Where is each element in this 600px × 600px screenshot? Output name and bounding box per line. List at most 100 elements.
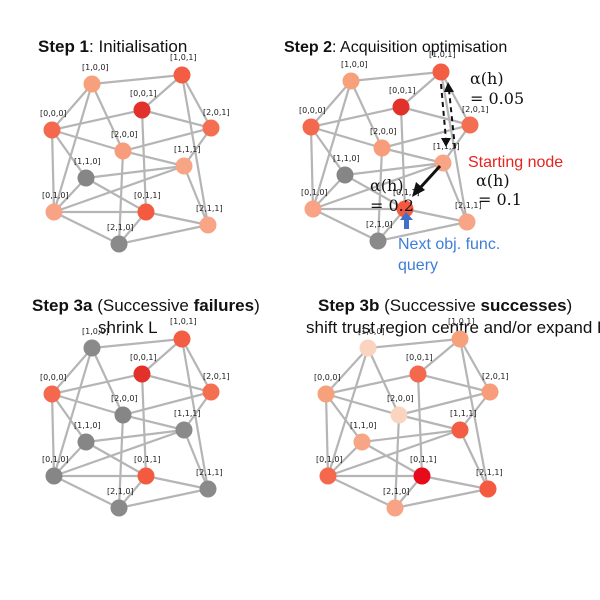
step2-edge-110-011 <box>344 174 406 210</box>
step3a-node-201 <box>202 383 220 401</box>
step1-edge-000-200 <box>51 128 124 153</box>
step3a-node-label-211: [2,1,1] <box>196 468 223 477</box>
step1-node-200 <box>114 142 132 160</box>
step2-node-label-010: [0,1,0] <box>301 188 328 197</box>
step3a-node-010 <box>45 467 63 485</box>
step2-node-010 <box>304 200 322 218</box>
step2-node-label-210: [2,1,0] <box>366 220 393 229</box>
step3a-node-label-111: [1,1,1] <box>174 409 201 418</box>
step1-edge-110-111 <box>85 164 185 180</box>
step3b-node-110 <box>353 433 371 451</box>
step1-edge-100-101 <box>91 73 183 86</box>
step3b-edge-200-201 <box>398 390 491 417</box>
step3a-node-200 <box>114 406 132 424</box>
step3a-edge-101-201 <box>181 338 212 393</box>
step2-node-label-201: [2,0,1] <box>462 105 489 114</box>
step2-edge-101-201 <box>440 71 471 126</box>
step1-title: Step 1: Initialisation <box>38 37 187 56</box>
step3a-edge-000-110 <box>51 393 87 443</box>
step2-title-rest: : Acquisition optimisation <box>332 39 507 56</box>
step2-edge-001-011 <box>399 106 407 210</box>
step3b-title-paren: (Successive <box>379 296 480 315</box>
step3b-node-label-211: [2,1,1] <box>476 468 503 477</box>
dashed-arrow-down-head <box>441 138 451 147</box>
step3b-title-close: ) <box>567 296 573 315</box>
step1-title-bold: Step 1 <box>38 37 89 56</box>
step3a-node-label-210: [2,1,0] <box>107 487 134 496</box>
step2-edge-000-010 <box>309 126 315 210</box>
step2-node-label-101: [1,0,1] <box>429 50 456 59</box>
step1-node-210 <box>110 235 128 253</box>
step3b-edge-101-001 <box>417 338 461 375</box>
step2-edge-000-110 <box>310 126 346 176</box>
step3a-node-label-200: [2,0,0] <box>111 394 138 403</box>
step1-node-label-001: [0,0,1] <box>130 89 157 98</box>
step1-edge-001-011 <box>140 109 148 213</box>
step3b-node-label-210: [2,1,0] <box>383 487 410 496</box>
step1-title-rest: : Initialisation <box>89 37 187 56</box>
step2-edge-001-201 <box>400 105 471 127</box>
step1-node-label-010: [0,1,0] <box>42 191 69 200</box>
blue-arrow-head <box>400 212 413 220</box>
step2-node-100 <box>342 72 360 90</box>
step3a-subtitle: shrink L <box>98 318 158 337</box>
step3b-node-label-110: [1,1,0] <box>350 421 377 430</box>
next-query-line2: query <box>398 257 438 274</box>
step2-node-001 <box>392 98 410 116</box>
step1-node-label-100: [1,0,0] <box>82 63 109 72</box>
step3a-edge-000-010 <box>50 393 56 477</box>
step2-edge-111-211 <box>441 162 469 223</box>
dashed-arrow-down <box>440 83 447 141</box>
step2-edge-001-000 <box>310 105 402 129</box>
step2-edge-010-210 <box>312 208 379 242</box>
step3b-edge-001-201 <box>417 372 491 394</box>
step1-edge-111-010 <box>53 164 185 214</box>
step3a-edge-211-210 <box>118 487 209 510</box>
step3b-edge-211-210 <box>394 487 489 510</box>
svg-text:Step 1: Initialisation: Step 1: Initialisation <box>38 37 187 56</box>
step3a-title-bold: Step 3a <box>32 296 93 315</box>
dashed-arrow-up-head <box>444 82 454 92</box>
step3b-node-label-011: [0,1,1] <box>410 455 437 464</box>
dashed-arrow-up <box>448 89 456 149</box>
step1-node-label-101: [1,0,1] <box>170 53 197 62</box>
step1-graph: [1,0,0][1,0,1][1,1,0][1,1,1][2,0,0][2,0,… <box>40 53 230 253</box>
step3b-node-label-001: [0,0,1] <box>406 353 433 362</box>
step3a-node-label-001: [0,0,1] <box>130 353 157 362</box>
step3b-node-111 <box>451 421 469 439</box>
step3a-edge-001-011 <box>140 373 148 477</box>
step3a-node-211 <box>199 480 217 498</box>
step3a-edge-001-201 <box>141 372 212 394</box>
step2-edge-100-010 <box>311 80 353 210</box>
step3b-node-201 <box>481 383 499 401</box>
step2-edge-011-211 <box>404 207 468 224</box>
step1-node-label-011: [0,1,1] <box>134 191 161 200</box>
step1-node-label-110: [1,1,0] <box>74 157 101 166</box>
step1-node-label-111: [1,1,1] <box>174 145 201 154</box>
step2-node-011 <box>396 200 414 218</box>
step1-edge-100-010 <box>52 83 94 213</box>
step2-node-label-000: [0,0,0] <box>299 106 326 115</box>
step3a-node-011 <box>137 467 155 485</box>
step3a-node-111 <box>175 421 193 439</box>
step2-edge-101-001 <box>400 71 442 108</box>
step3a-edge-000-200 <box>51 392 124 417</box>
step1-node-001 <box>133 101 151 119</box>
step3b-edge-111-010 <box>327 428 461 478</box>
step3b-edge-110-011 <box>361 441 423 477</box>
step2-edge-110-111 <box>344 161 444 177</box>
step3b-node-010 <box>319 467 337 485</box>
step1-node-110 <box>77 169 95 187</box>
step2-node-label-001: [0,0,1] <box>389 86 416 95</box>
step3b-node-101 <box>451 330 469 348</box>
step1-edge-101-001 <box>141 74 183 111</box>
step2-node-200 <box>373 139 391 157</box>
solid-arrow <box>418 164 442 190</box>
svg-text:α(h): α(h) <box>470 69 504 88</box>
step3b-edge-001-000 <box>325 372 419 396</box>
step1-node-101 <box>173 66 191 84</box>
step3b-edge-100-010 <box>326 347 370 477</box>
step2-title: Step 2: Acquisition optimisation <box>284 39 507 56</box>
step2-node-210 <box>369 232 387 250</box>
